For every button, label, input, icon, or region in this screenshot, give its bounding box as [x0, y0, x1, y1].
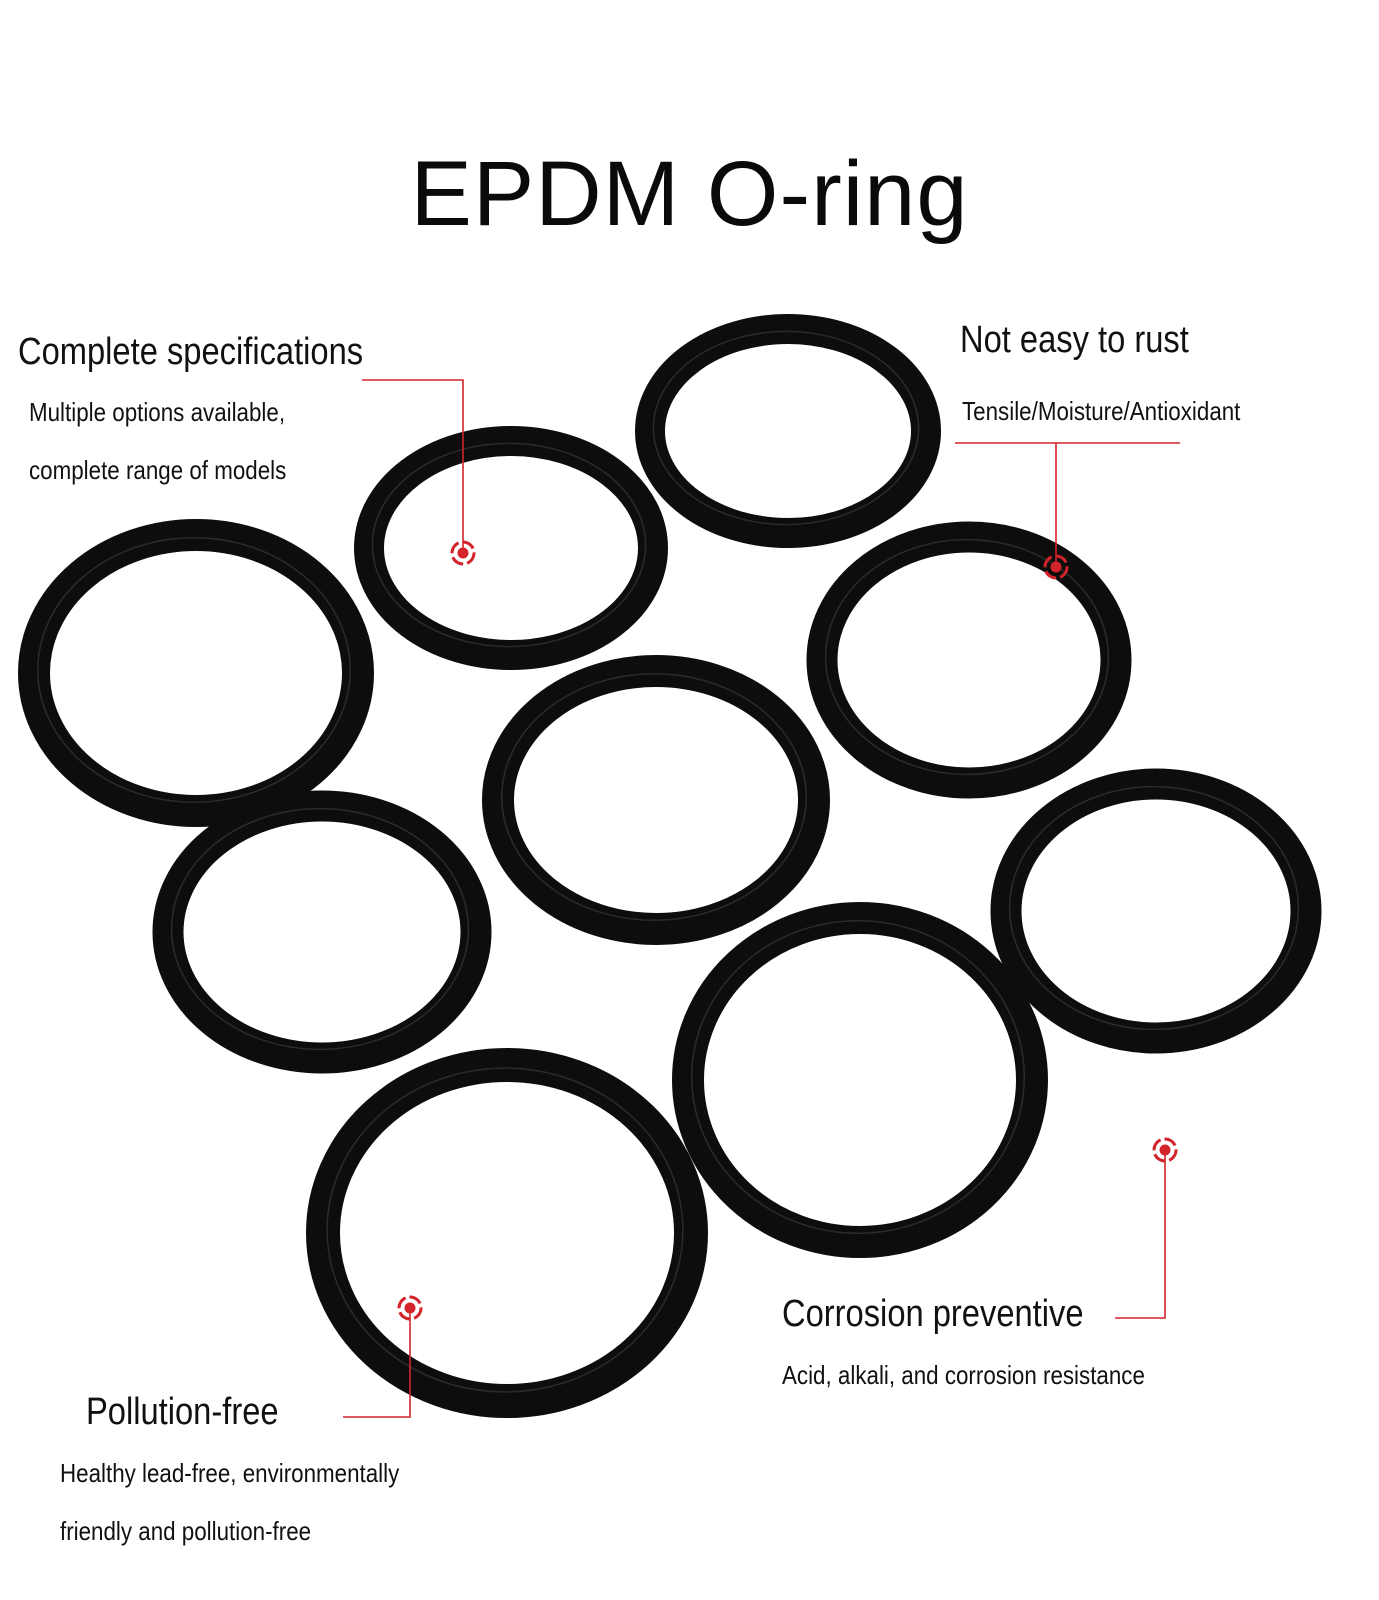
o-ring: [806, 521, 1132, 799]
feature-title-corrosion-preventive: Corrosion preventive: [782, 1293, 1084, 1335]
feature-desc-complete-specifications: Multiple options available, complete ran…: [29, 383, 286, 499]
target-marker-icon: [1152, 1137, 1178, 1163]
leader-line: [362, 379, 464, 553]
feature-desc-line: Multiple options available,: [29, 397, 286, 427]
feature-title-pollution-free: Pollution-free: [86, 1391, 279, 1433]
page-title: EPDM O-ring: [410, 142, 969, 245]
o-ring: [672, 902, 1048, 1258]
feature-title-not-easy-to-rust: Not easy to rust: [960, 319, 1189, 361]
leader-line: [1115, 1150, 1166, 1319]
o-ring: [990, 768, 1322, 1054]
feature-desc-corrosion-preventive: Acid, alkali, and corrosion resistance: [782, 1346, 1145, 1404]
feature-desc-line: Acid, alkali, and corrosion resistance: [782, 1360, 1145, 1390]
feature-desc-line: Tensile/Moisture/Antioxidant: [962, 396, 1241, 426]
feature-title-complete-specifications: Complete specifications: [18, 331, 364, 373]
feature-desc-line: friendly and pollution-free: [60, 1516, 312, 1546]
target-marker-icon: [397, 1295, 423, 1321]
o-ring: [152, 790, 492, 1074]
o-ring: [635, 314, 941, 548]
feature-desc-pollution-free: Healthy lead-free, environmentally frien…: [60, 1444, 399, 1560]
feature-desc-line: complete range of models: [29, 455, 287, 485]
o-ring: [482, 655, 830, 945]
leader-line: [955, 442, 1180, 567]
o-ring: [354, 426, 668, 670]
o-ring: [306, 1048, 708, 1418]
target-marker-icon: [1043, 554, 1069, 580]
target-marker-icon: [450, 540, 476, 566]
feature-desc-line: Healthy lead-free, environmentally: [60, 1458, 400, 1488]
feature-desc-not-easy-to-rust: Tensile/Moisture/Antioxidant: [962, 382, 1240, 440]
o-ring: [18, 519, 374, 827]
leader-line: [343, 1308, 411, 1418]
